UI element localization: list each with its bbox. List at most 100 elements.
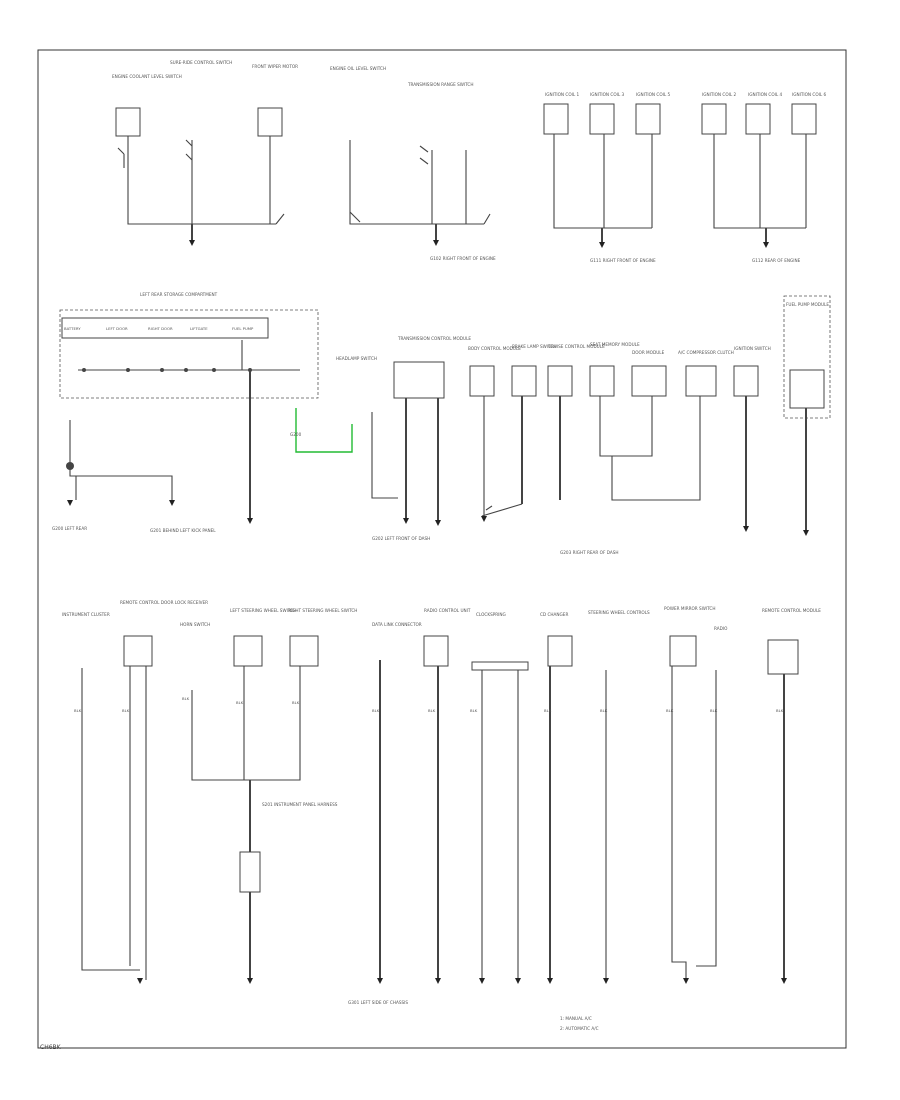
top-component-label: ENGINE COOLANT LEVEL SWITCH (112, 74, 182, 79)
wire (483, 396, 493, 516)
bottom-component-label: DATA LINK CONNECTOR (372, 622, 422, 627)
middle-component-label: HEADLAMP SWITCH (336, 356, 377, 361)
ground-symbol (247, 518, 253, 524)
wire-group-g102 (349, 140, 491, 225)
remote-control-module-box (767, 639, 799, 675)
brake-switch-box (511, 365, 537, 397)
legend-item: 2: AUTOMATIC A/C (560, 1026, 599, 1031)
wire-left-ground (69, 420, 173, 500)
wire-group-g111 (553, 134, 653, 229)
pin (184, 368, 188, 372)
switch-symbol (419, 145, 429, 165)
wire (191, 666, 301, 781)
middle-component-label: BRAKE LAMP SWITCH (512, 344, 556, 349)
wire-color-label: BLK (666, 708, 674, 713)
ground-symbol (803, 530, 809, 536)
ground-symbol (515, 978, 521, 984)
switch-symbol (117, 147, 125, 168)
middle-component-label: CRUISE CONTROL MODULE (548, 344, 605, 349)
top-component-label: IGNITION COIL 4 (748, 92, 783, 97)
ignition-coil-6-box (791, 103, 817, 135)
ignition-coil-5-box (635, 103, 661, 135)
clockspring-connector (471, 661, 529, 671)
splice-label: G111 RIGHT FRONT OF ENGINE (590, 258, 656, 263)
ground-symbol (479, 978, 485, 984)
ground-symbol (481, 516, 487, 522)
ignition-coil-2-box (701, 103, 727, 135)
module-label: RIGHT DOOR (148, 326, 173, 331)
ground-symbol (683, 978, 689, 984)
wire (696, 670, 717, 967)
ground-symbol (743, 526, 749, 532)
ground-symbol (763, 242, 769, 248)
pin (212, 368, 216, 372)
ignition-coil-1-box (543, 103, 569, 135)
bottom-component-label: POWER MIRROR SWITCH (664, 606, 715, 611)
wire (599, 396, 653, 457)
rcdl-receiver-box (123, 635, 153, 667)
module-connector-row (61, 317, 269, 339)
pin (126, 368, 130, 372)
module-label: LIFTGATE (190, 326, 208, 331)
resistor-module-box (239, 851, 261, 893)
diagram-frame (37, 49, 847, 1049)
wire-color-label: BLK (372, 708, 380, 713)
top-component-label: FRONT WIPER MOTOR (252, 64, 298, 69)
middle-component-label: SEAT MEMORY MODULE (590, 342, 640, 347)
wire-group-g112 (713, 134, 807, 229)
ignition-coil-3-box (589, 103, 615, 135)
wire-group-g101 (127, 136, 285, 225)
ground-symbol (169, 500, 175, 506)
ground-symbol (377, 978, 383, 984)
top-component-label: IGNITION COIL 1 (545, 92, 580, 97)
ground-symbol (403, 518, 409, 524)
middle-component-label: BODY CONTROL MODULE (468, 346, 521, 351)
wire-color-label: BLK (74, 708, 82, 713)
bottom-component-label: STEERING WHEEL CONTROLS (588, 610, 650, 615)
wiper-motor-box (257, 107, 283, 137)
splice-label: G202 LEFT FRONT OF DASH (372, 536, 430, 541)
top-component-label: SURE-RIDE CONTROL SWITCH (170, 60, 232, 65)
green-wire-label: G200 (290, 432, 302, 437)
wire (481, 670, 519, 980)
ignition-switch-box (733, 365, 759, 397)
bottom-component-label: RADIO CONTROL UNIT (424, 608, 471, 613)
top-component-label: TRANSMISSION RANGE SWITCH (407, 82, 474, 87)
ground-symbol (433, 240, 439, 246)
ground-symbol (247, 978, 253, 984)
bottom-component-label: HORN SWITCH (180, 622, 210, 627)
wire-color-label: BLK (236, 700, 244, 705)
wire-color-label: BLK (470, 708, 478, 713)
ignition-coil-4-box (745, 103, 771, 135)
bottom-component-label: CLOCKSPRING (476, 612, 506, 617)
door-module-box (631, 365, 667, 397)
module-label: FUEL PUMP (232, 326, 254, 331)
wire (481, 503, 523, 517)
pin (160, 368, 164, 372)
ground-symbol (435, 978, 441, 984)
top-row: ENGINE COOLANT LEVEL SWITCH SURE-RIDE CO… (112, 60, 827, 263)
middle-component-label: DOOR MODULE (632, 350, 665, 355)
right-swc-box (289, 635, 319, 667)
wire-color-label: BLK (428, 708, 436, 713)
seat-memory-box (589, 365, 615, 397)
bottom-component-label: RADIO (714, 626, 728, 631)
bottom-component-label: INSTRUMENT CLUSTER (62, 612, 110, 617)
coolant-level-switch-box (115, 107, 141, 137)
module-label: BATTERY (64, 326, 81, 331)
ground-symbol (599, 242, 605, 248)
wire-color-label: BLK (600, 708, 608, 713)
top-component-label: IGNITION COIL 6 (792, 92, 827, 97)
radio-control-box (423, 635, 449, 667)
splice-label: G102 RIGHT FRONT OF ENGINE (430, 256, 496, 261)
middle-component-label: A/C COMPRESSOR CLUTCH (678, 350, 734, 355)
bcm-box (469, 365, 495, 397)
top-component-label: ENGINE OIL LEVEL SWITCH (330, 66, 386, 71)
splice-label: G200 LEFT REAR (52, 526, 87, 531)
middle-component-label: FUEL PUMP MODULE (786, 302, 829, 307)
splice-label: G201 BEHIND LEFT KICK PANEL (150, 528, 216, 533)
ground-symbol (137, 978, 143, 984)
top-component-label: IGNITION COIL 2 (702, 92, 737, 97)
bottom-component-label: REMOTE CONTROL DOOR LOCK RECEIVER (120, 600, 208, 605)
